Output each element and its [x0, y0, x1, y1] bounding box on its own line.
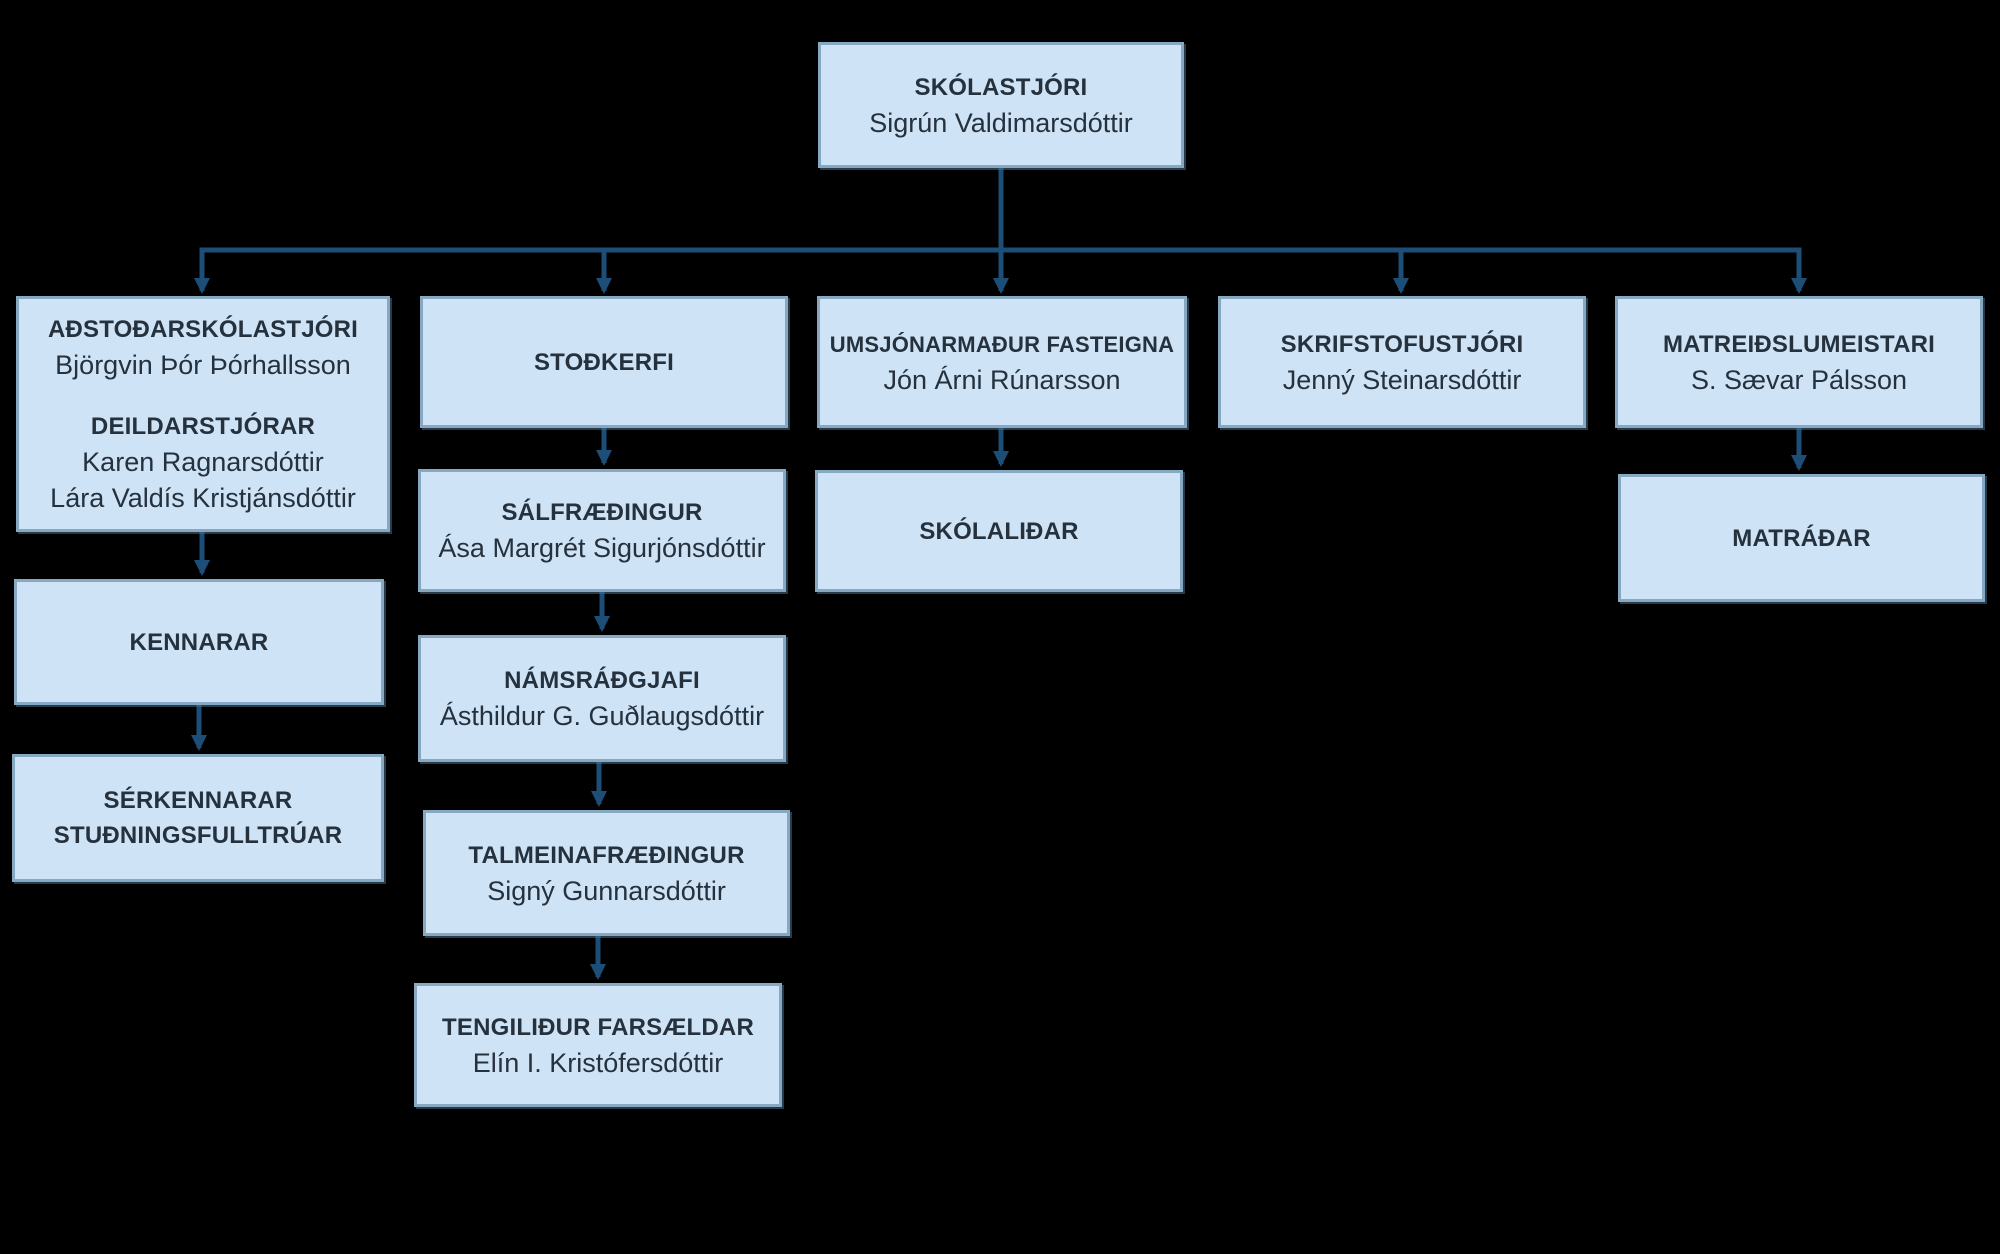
person-name: Jenný Steinarsdóttir — [1282, 364, 1522, 395]
org-box-skolastjori: SKÓLASTJÓRI Sigrún Valdimarsdóttir — [818, 42, 1184, 168]
org-box-talmeinafraedingur: TALMEINAFRÆÐINGUR Signý Gunnarsdóttir — [423, 810, 790, 936]
org-box-skolalidar: SKÓLALIÐAR — [815, 470, 1183, 592]
role-label: TENGILIÐUR FARSÆLDAR — [442, 1013, 754, 1041]
org-box-tengilidur-farsaeldar: TENGILIÐUR FARSÆLDAR Elín I. Kristófersd… — [414, 983, 782, 1107]
org-box-namsradgjafi: NÁMSRÁÐGJAFI Ásthildur G. Guðlaugsdóttir — [418, 635, 786, 762]
role-label: MATREIÐSLUMEISTARI — [1662, 330, 1936, 358]
person-name: Karen Ragnarsdóttir — [82, 447, 324, 477]
org-box-kennarar: KENNARAR — [14, 579, 384, 705]
person-name: Ásthildur G. Guðlaugsdóttir — [439, 701, 765, 731]
role-label: TALMEINAFRÆÐINGUR — [468, 841, 745, 869]
person-name: Björgvin Þór Þórhallsson — [55, 350, 351, 380]
org-box-adstodarskolastjori: AÐSTOÐARSKÓLASTJÓRI Björgvin Þór Þórhall… — [16, 296, 390, 532]
org-box-salfraedingur: SÁLFRÆÐINGUR Ása Margrét Sigurjónsdóttir — [418, 469, 786, 592]
role-label: MATRÁÐAR — [1732, 524, 1871, 552]
person-name: Ása Margrét Sigurjónsdóttir — [438, 533, 766, 563]
person-name: S. Sævar Pálsson — [1690, 364, 1908, 395]
role-label: SKÓLALIÐAR — [919, 517, 1079, 545]
org-box-umsjonarmadur-fasteigna: UMSJÓNARMAÐUR FASTEIGNA Jón Árni Rúnarss… — [817, 296, 1187, 428]
org-box-matradar: MATRÁÐAR — [1618, 474, 1985, 602]
role-label: DEILDARSTJÓRAR — [90, 413, 316, 440]
role-label: STUÐNINGSFULLTRÚAR — [53, 822, 343, 849]
person-name: Signý Gunnarsdóttir — [487, 875, 726, 906]
person-name: Jón Árni Rúnarsson — [883, 364, 1121, 395]
role-label: SKRIFSTOFUSTJÓRI — [1280, 330, 1524, 358]
role-label: SKÓLASTJÓRI — [914, 73, 1088, 101]
person-name: Lára Valdís Kristjánsdóttir — [50, 483, 356, 513]
role-label: NÁMSRÁÐGJAFI — [504, 667, 700, 694]
org-box-serkennarar: SÉRKENNARAR STUÐNINGSFULLTRÚAR — [12, 754, 384, 882]
role-label: STOÐKERFI — [533, 348, 675, 376]
role-label: AÐSTOÐARSKÓLASTJÓRI — [47, 316, 359, 343]
role-label: SÉRKENNARAR — [103, 787, 293, 814]
org-box-matreidslumeistari: MATREIÐSLUMEISTARI S. Sævar Pálsson — [1615, 296, 1983, 428]
person-name: Elín I. Kristófersdóttir — [472, 1047, 724, 1078]
person-name: Sigrún Valdimarsdóttir — [869, 107, 1133, 138]
role-label: UMSJÓNARMAÐUR FASTEIGNA — [829, 331, 1175, 357]
role-label: KENNARAR — [129, 628, 269, 656]
org-box-stodkerfi: STOÐKERFI — [420, 296, 788, 428]
role-label: SÁLFRÆÐINGUR — [501, 499, 703, 526]
org-box-skrifstofustjori: SKRIFSTOFUSTJÓRI Jenný Steinarsdóttir — [1218, 296, 1586, 428]
